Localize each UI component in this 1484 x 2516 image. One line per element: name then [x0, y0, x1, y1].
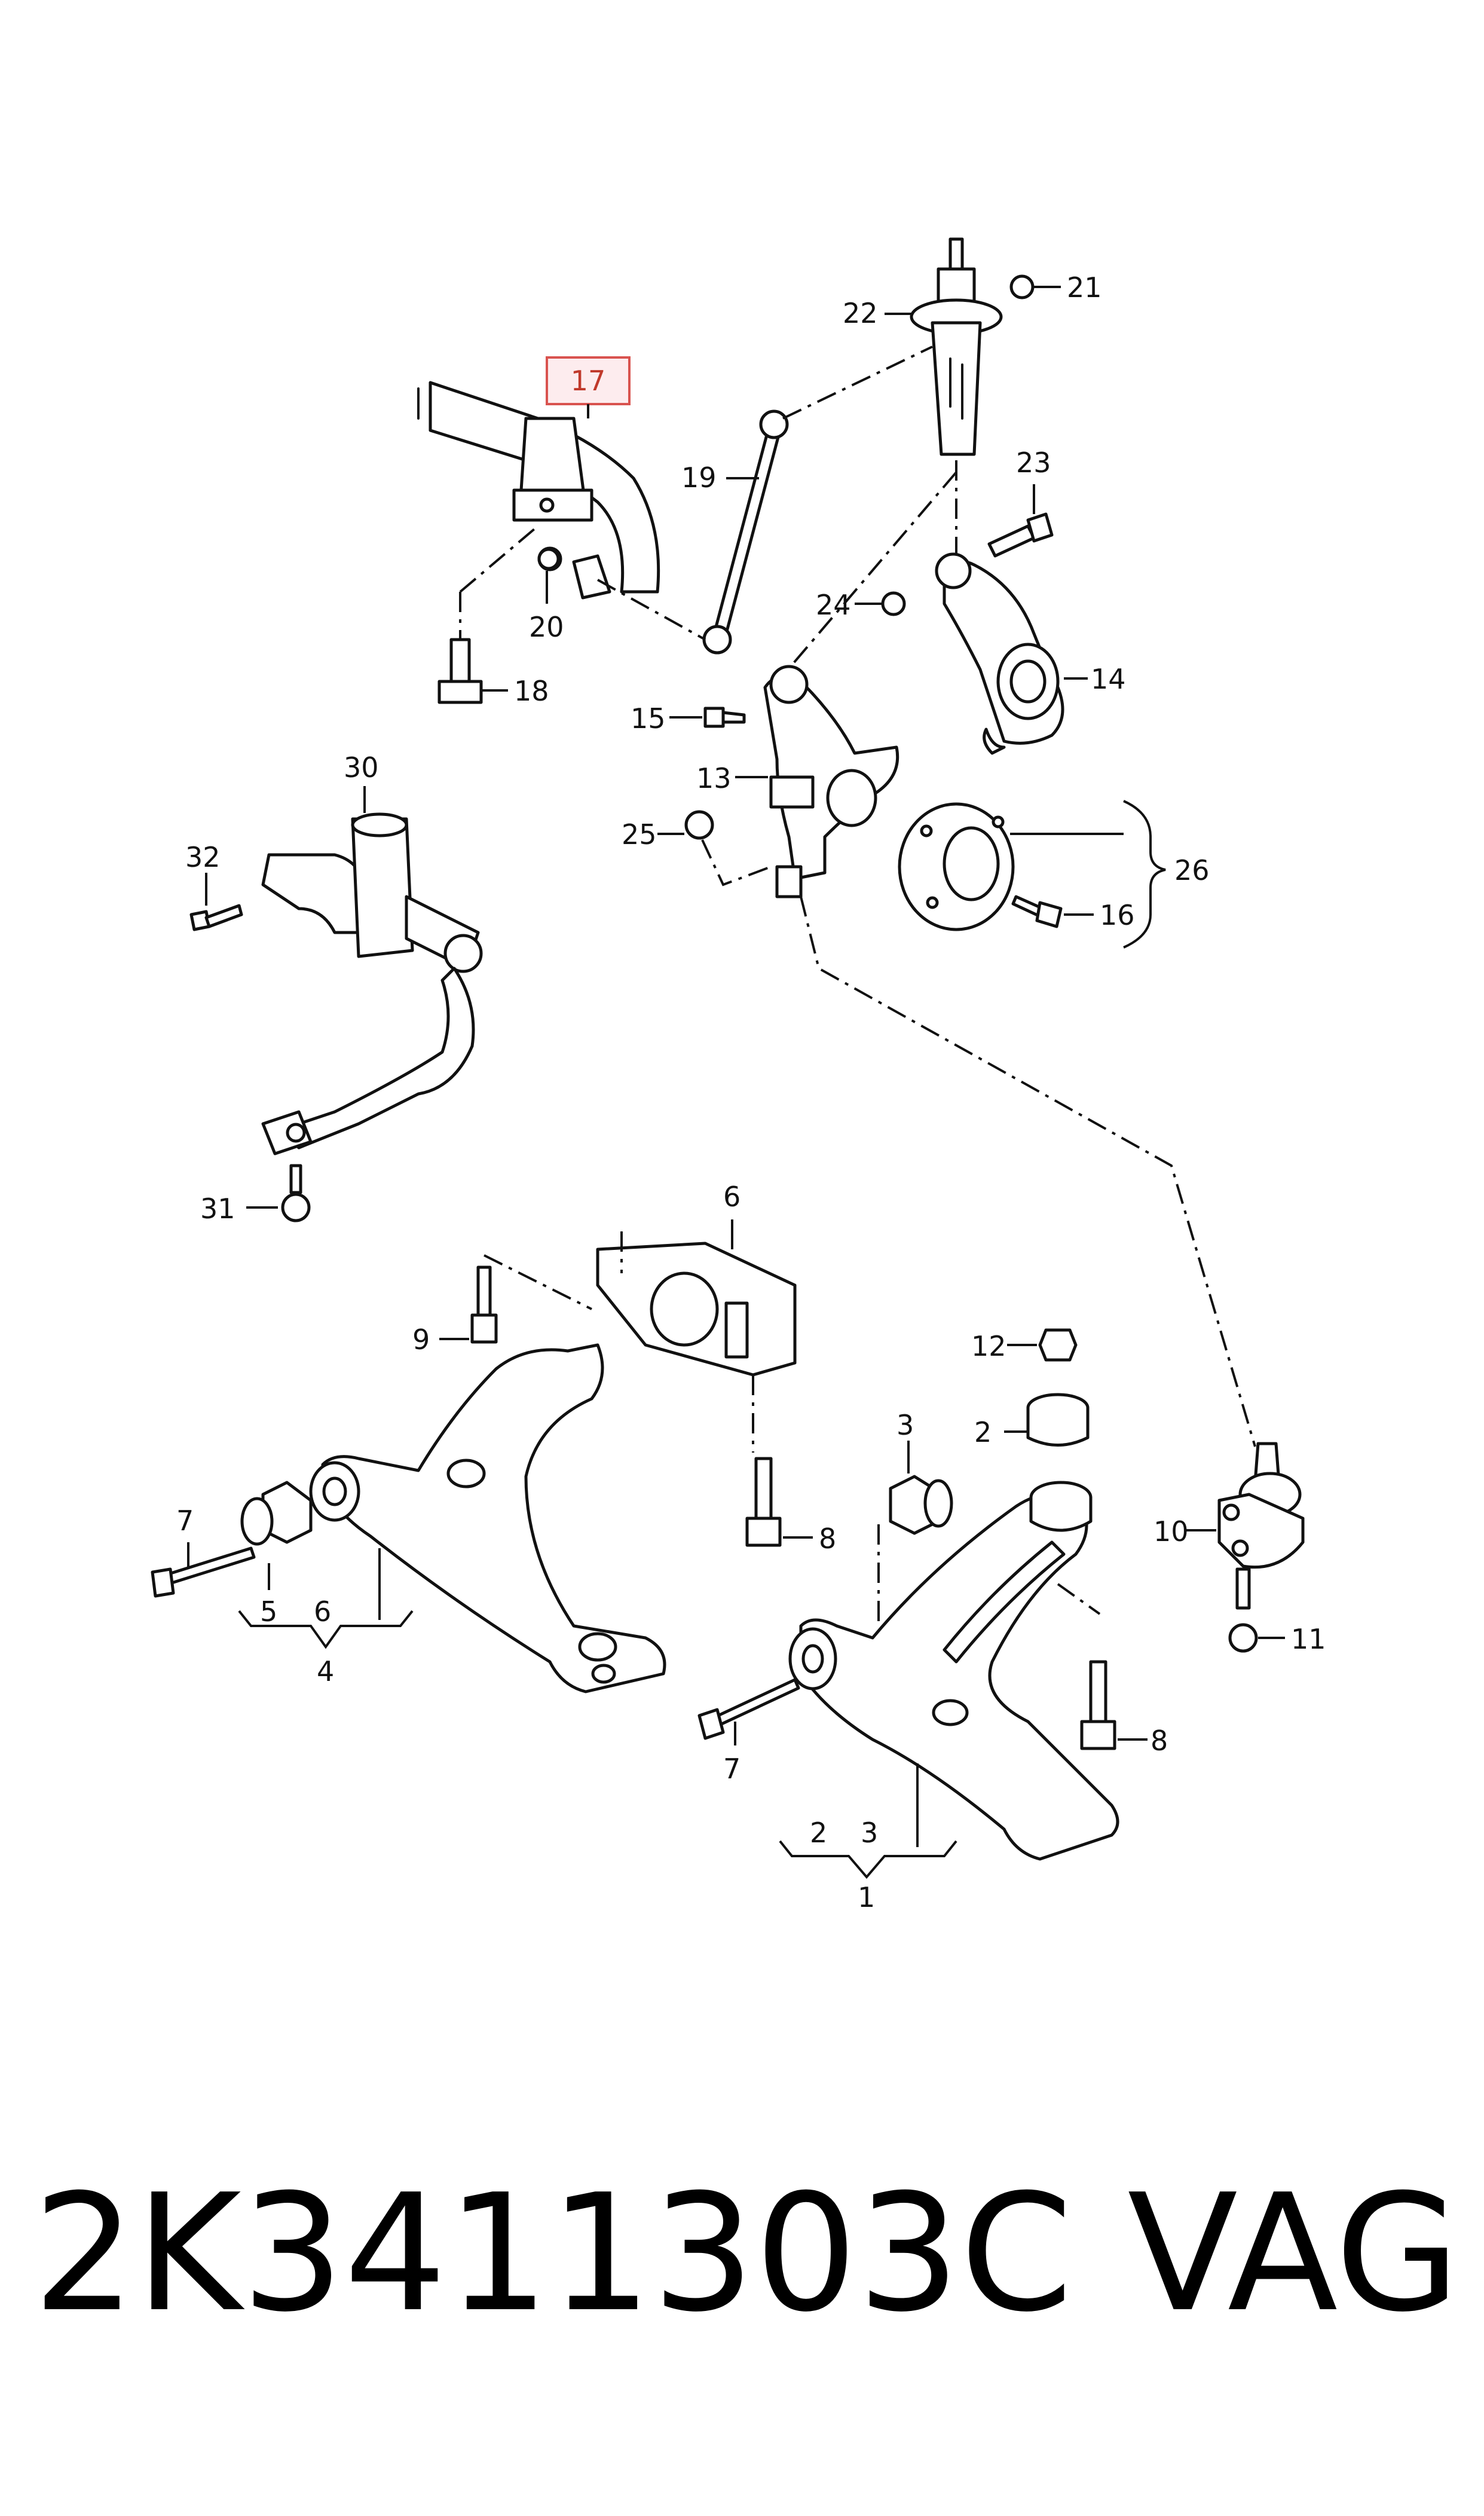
ball-joint-10: 10: [1153, 1442, 1305, 1610]
bolt-32: 32: [185, 841, 243, 931]
bolt-7b: 7: [697, 1678, 800, 1785]
callout-5: 5: [260, 1595, 277, 1628]
bracket-label-1: 2 3 1: [779, 1763, 957, 1913]
callout-3b: 3: [861, 1817, 878, 1849]
nut-25: 25: [622, 810, 772, 886]
coupling-rod-19: 19: [597, 346, 933, 655]
callout-12: 12: [971, 1330, 1006, 1362]
callout-6b: 6: [314, 1595, 331, 1628]
callout-18: 18: [514, 675, 549, 707]
bolt-18: 18: [437, 592, 549, 707]
callout-6a: 6: [723, 1181, 741, 1213]
steering-knuckle-13: 13: [696, 665, 899, 898]
callout-8a: 8: [819, 1523, 836, 1555]
bushing-5: [240, 1481, 313, 1546]
callout-30: 30: [344, 751, 379, 784]
callout-31: 31: [200, 1193, 235, 1225]
control-arm-4: [309, 1343, 666, 1693]
callout-26: 26: [1174, 854, 1210, 886]
bushing-3: 3: [877, 1409, 953, 1626]
bolt-9: 9: [412, 1254, 592, 1356]
callout-24: 24: [816, 589, 851, 621]
callout-17: 17: [571, 365, 606, 397]
callout-10: 10: [1153, 1515, 1189, 1548]
callout-9: 9: [412, 1323, 430, 1356]
nut-12: 12: [971, 1328, 1078, 1362]
callout-32: 32: [185, 841, 221, 873]
nut-11: 11: [1228, 1623, 1326, 1655]
callout-2a: 2: [974, 1416, 992, 1448]
bolt-7a: 7: [151, 1505, 256, 1598]
nut-21: 21: [1009, 271, 1102, 304]
callout-20: 20: [529, 611, 564, 643]
callout-4: 4: [317, 1655, 334, 1687]
callout-2b: 2: [810, 1817, 827, 1849]
bolt-16: 16: [1011, 895, 1135, 931]
callout-7a: 7: [176, 1505, 194, 1537]
bolt-15: 15: [631, 702, 746, 735]
wheel-hub-26: 26: [898, 800, 1210, 949]
callout-21: 21: [1067, 271, 1102, 304]
callout-8b: 8: [1151, 1725, 1168, 1757]
bushing-2: 2: [974, 1393, 1093, 1532]
bolt-8b: 8: [1057, 1583, 1168, 1757]
bolt-8a: 8: [745, 1457, 836, 1555]
nut-24: 24: [816, 589, 906, 621]
callout-7b: 7: [723, 1753, 741, 1785]
callout-16: 16: [1100, 899, 1135, 931]
callout-19: 19: [681, 461, 717, 494]
callout-11: 11: [1291, 1623, 1326, 1655]
callout-1: 1: [858, 1881, 875, 1913]
highlight-label-17[interactable]: 17: [546, 356, 631, 418]
callout-14: 14: [1091, 663, 1126, 695]
anti-roll-bar: [417, 381, 660, 600]
level-sensor-30: 30: [261, 751, 483, 1155]
strut-22: 22: [843, 237, 1003, 456]
bracket-label-4: 5 6 4: [238, 1548, 414, 1687]
callout-15: 15: [631, 702, 666, 735]
control-arm-1: [788, 1493, 1119, 1861]
callout-13: 13: [696, 762, 732, 794]
brand-name: VAG: [1127, 2159, 1460, 2347]
nut-20: 20: [529, 548, 564, 643]
bolt-23: 23: [987, 447, 1054, 558]
nut-31: 31: [200, 1164, 311, 1225]
callout-22: 22: [843, 297, 878, 329]
callout-3a: 3: [896, 1409, 914, 1441]
callout-25: 25: [622, 818, 657, 851]
wheel-bearing-housing-14: 14: [935, 552, 1126, 755]
bushing-bracket-6: 6: [596, 1181, 797, 1453]
part-number: 2K3411303C: [33, 2159, 1073, 2347]
callout-23: 23: [1016, 447, 1051, 479]
part-number-footer: 2K3411303C VAG: [33, 2164, 1460, 2343]
